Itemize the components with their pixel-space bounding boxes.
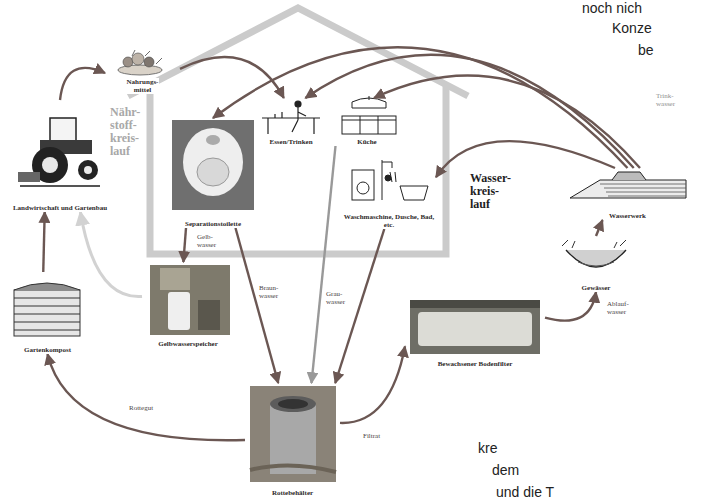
waterworks <box>570 172 686 198</box>
node-label: Landwirtschaft und Gartenbau <box>12 204 108 212</box>
flow-arrow <box>305 55 633 168</box>
flow-label: Rottegut <box>128 404 154 412</box>
waterworks-node: Wasserwerk <box>565 168 690 220</box>
flow-arrow <box>436 141 615 177</box>
flow-label: Filtrat <box>362 432 381 440</box>
flow-arrow <box>596 220 603 236</box>
agriculture-node: Landwirtschaft und Gartenbau <box>9 100 111 212</box>
water-body <box>562 240 626 267</box>
flow-arrow <box>545 292 596 321</box>
page-text-fragment: Konze <box>612 20 652 36</box>
page-text-fragment: noch nich <box>582 0 642 16</box>
node-label: Gartenkompost <box>23 346 72 354</box>
node-label: Küche <box>356 138 377 146</box>
flow-arrow <box>340 346 405 423</box>
urine-tank-photo <box>150 265 230 335</box>
node-label: Nahrungs- mittel <box>126 78 160 94</box>
page-text-fragment: und die T <box>496 484 554 500</box>
tractor <box>18 118 100 186</box>
flow-label: Braun- wasser <box>258 284 279 300</box>
flow-arrow <box>48 354 246 440</box>
node-label: Gelbwasserspeicher <box>157 340 219 348</box>
house-walls <box>150 86 446 254</box>
page-text-fragment: be <box>638 42 654 58</box>
flow-arrow <box>236 228 279 383</box>
compost-tank-node: Rottebehälter <box>245 383 340 497</box>
activity-node: Waschmaschine, Dusche, Bad, etc. <box>342 155 436 229</box>
storage-node: Gelbwasserspeicher <box>142 262 234 348</box>
flow-arrow <box>43 212 44 272</box>
food-node: Nahrungs- mittel <box>105 52 180 94</box>
page-text-fragment: dem <box>492 462 519 478</box>
flow-arrow <box>80 212 142 297</box>
flow-arrow <box>180 57 284 98</box>
node-label: Waschmaschine, Dusche, Bad, etc. <box>342 213 436 229</box>
flow-label: Ablauf- wasser <box>606 300 630 316</box>
flow-arrow <box>183 228 186 262</box>
kitchen-icon <box>342 96 396 134</box>
node-label: Bewachsener Bodenfilter <box>437 360 514 368</box>
node-label: Wasserwerk <box>608 212 647 220</box>
flow-arrow <box>335 229 384 383</box>
garden-compost <box>14 283 80 336</box>
filter-node: Bewachsener Bodenfilter <box>405 296 545 368</box>
flow-label: Trink- wasser <box>655 92 676 108</box>
water-body-node: Gewässer <box>560 236 632 292</box>
flow-arrow <box>312 146 336 383</box>
flow-label: Grau- wasser <box>325 290 346 306</box>
flow-label: Gelb- wasser <box>196 233 217 249</box>
compost-node: Gartenkompost <box>5 272 90 354</box>
activity-node: Essen/Trinken <box>255 98 327 146</box>
compost-tank-photo <box>250 386 336 482</box>
activity-node: Küche <box>332 98 402 146</box>
food-basket <box>118 50 162 75</box>
flow-arrow <box>374 76 640 168</box>
cycle-title: Nähr- stoff- kreis- lauf <box>110 106 140 158</box>
node-label: Gewässer <box>581 284 612 292</box>
toilet-photo <box>172 120 254 210</box>
cycle-title: Wasser- kreis- lauf <box>470 172 511 211</box>
node-label: Essen/Trinken <box>268 138 313 146</box>
flow-arrow <box>60 68 105 100</box>
eating-icon <box>262 101 320 134</box>
node-label: Rottebehälter <box>271 489 314 497</box>
node-label: Separationstoilette <box>184 220 242 228</box>
soil-filter-photo <box>410 300 540 354</box>
page-text-fragment: kre <box>478 440 497 456</box>
toilet-node: Separationstoilette <box>168 118 258 228</box>
bathroom-icon <box>352 160 428 200</box>
